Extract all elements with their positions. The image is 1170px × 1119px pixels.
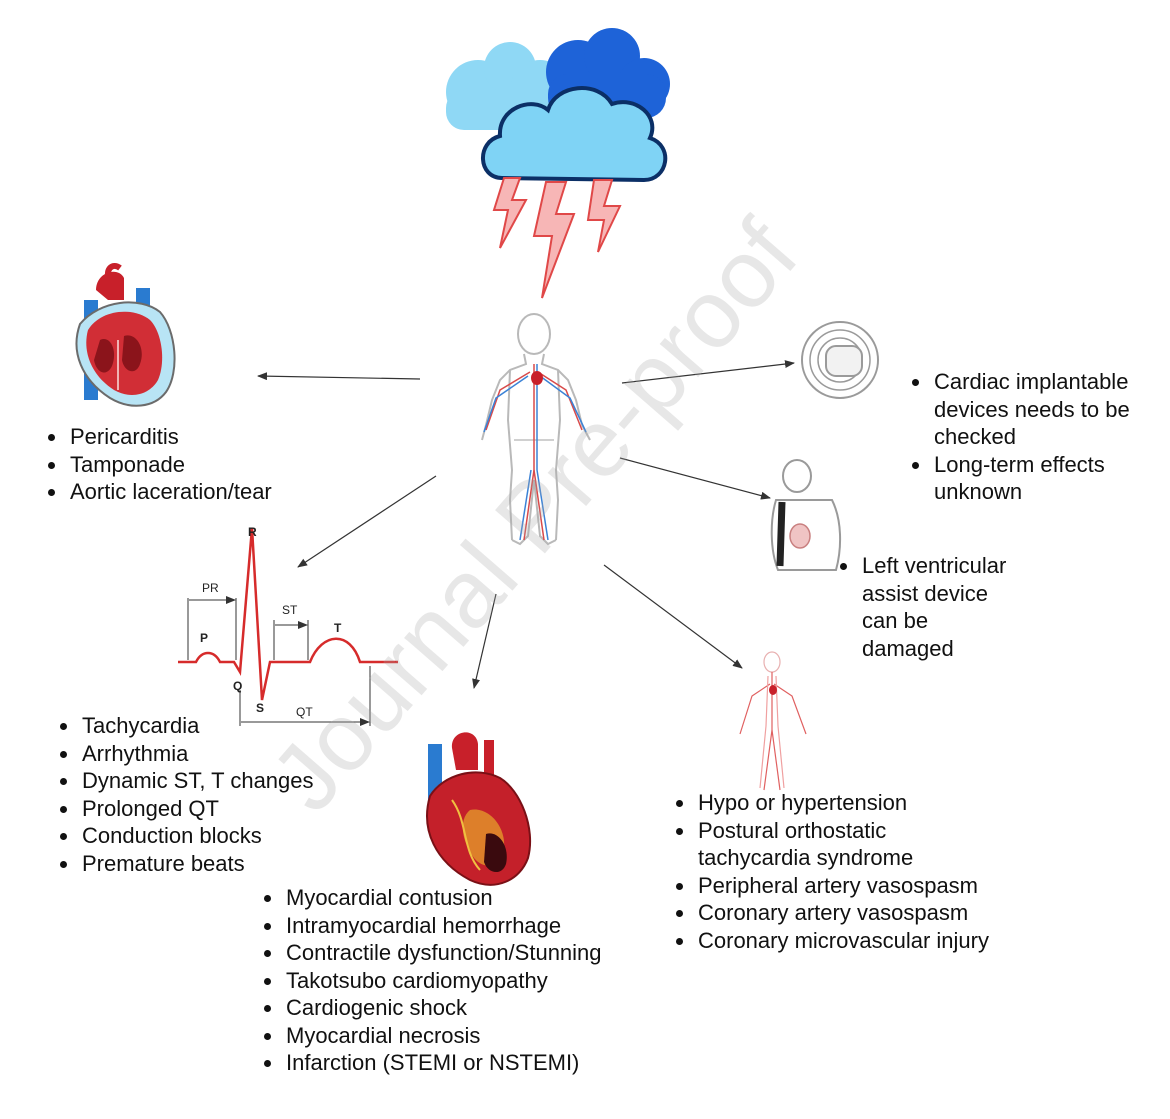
lvad-list: Left ventricular assist device can be da… bbox=[834, 552, 1006, 662]
list-item: Aortic laceration/tear bbox=[42, 478, 272, 506]
arrow-to-pericardial bbox=[257, 372, 421, 381]
heart-anatomy-icon bbox=[75, 263, 176, 407]
list-item-continuation: damaged bbox=[862, 635, 954, 661]
list-item-continuation: unknown bbox=[934, 479, 1023, 504]
arrow-to-myocardial bbox=[472, 593, 497, 689]
list-item: Arrhythmia bbox=[54, 740, 314, 768]
storm-cloud-icon bbox=[446, 28, 670, 183]
cloud-front bbox=[481, 86, 668, 183]
list-item: Premature beats bbox=[54, 850, 314, 878]
ecg-line bbox=[178, 527, 398, 701]
list-item: Peripheral artery vasospasm bbox=[670, 872, 989, 900]
ecg-label-r: R bbox=[248, 525, 257, 539]
devices-list: Cardiac implantable devices needs to be … bbox=[906, 368, 1130, 506]
list-item-continuation: devices needs to be bbox=[934, 396, 1130, 422]
list-item-continuation: checked bbox=[934, 424, 1016, 449]
electrical-list: Tachycardia Arrhythmia Dynamic ST, T cha… bbox=[54, 712, 314, 877]
list-item: Conduction blocks bbox=[54, 822, 314, 850]
list-item: Coronary microvascular injury bbox=[670, 927, 989, 955]
ecg-label-st: ST bbox=[282, 603, 298, 617]
list-item: Myocardial contusion bbox=[258, 884, 602, 912]
list-item: Tachycardia bbox=[54, 712, 314, 740]
list-item: Tamponade bbox=[42, 451, 272, 479]
list-item: Cardiac implantable bbox=[906, 368, 1130, 396]
list-item: Long-term effects bbox=[906, 451, 1130, 479]
ecg-label-q: Q bbox=[233, 679, 242, 693]
list-item-continuation: assist device bbox=[862, 580, 988, 606]
list-item: Left ventricular bbox=[834, 552, 1006, 580]
ecg-label-s: S bbox=[256, 701, 264, 715]
arrow-to-vascular bbox=[603, 564, 743, 669]
arrow-to-lvad bbox=[619, 457, 771, 500]
list-item: Postural orthostatic bbox=[670, 817, 989, 845]
vascular-list: Hypo or hypertension Postural orthostati… bbox=[670, 789, 989, 954]
pericardial-list: Pericarditis Tamponade Aortic laceration… bbox=[42, 423, 272, 506]
list-item: Contractile dysfunction/Stunning bbox=[258, 939, 602, 967]
list-item: Prolonged QT bbox=[54, 795, 314, 823]
arrow-to-devices bbox=[621, 360, 795, 384]
list-item: Coronary artery vasospasm bbox=[670, 899, 989, 927]
list-item-continuation: tachycardia syndrome bbox=[698, 845, 914, 870]
human-circulation-icon bbox=[481, 313, 591, 546]
pacemaker-icon bbox=[801, 321, 879, 399]
list-item: Intramyocardial hemorrhage bbox=[258, 912, 602, 940]
ecg-label-t: T bbox=[334, 621, 342, 635]
lvad-patient-icon bbox=[770, 459, 842, 571]
list-item: Takotsubo cardiomyopathy bbox=[258, 967, 602, 995]
ecg-label-p: P bbox=[200, 631, 208, 645]
vascular-body-icon bbox=[739, 651, 807, 791]
myocardial-list: Myocardial contusion Intramyocardial hem… bbox=[258, 884, 602, 1077]
ecg-label-qt: QT bbox=[296, 705, 313, 719]
lightning-icon bbox=[492, 177, 622, 299]
list-item-continuation: can be bbox=[862, 608, 929, 633]
list-item: Infarction (STEMI or NSTEMI) bbox=[258, 1049, 602, 1077]
list-item: Myocardial necrosis bbox=[258, 1022, 602, 1050]
list-item: Pericarditis bbox=[42, 423, 272, 451]
arrow-to-ecg bbox=[297, 475, 437, 568]
list-item: Hypo or hypertension bbox=[670, 789, 989, 817]
ecg-label-pr: PR bbox=[202, 581, 219, 595]
arrows bbox=[257, 360, 795, 689]
ecg-trace: PR ST QT P R Q S T bbox=[178, 525, 398, 726]
list-item: Dynamic ST, T changes bbox=[54, 767, 314, 795]
heart-infarction-icon bbox=[426, 732, 532, 886]
list-item: Cardiogenic shock bbox=[258, 994, 602, 1022]
